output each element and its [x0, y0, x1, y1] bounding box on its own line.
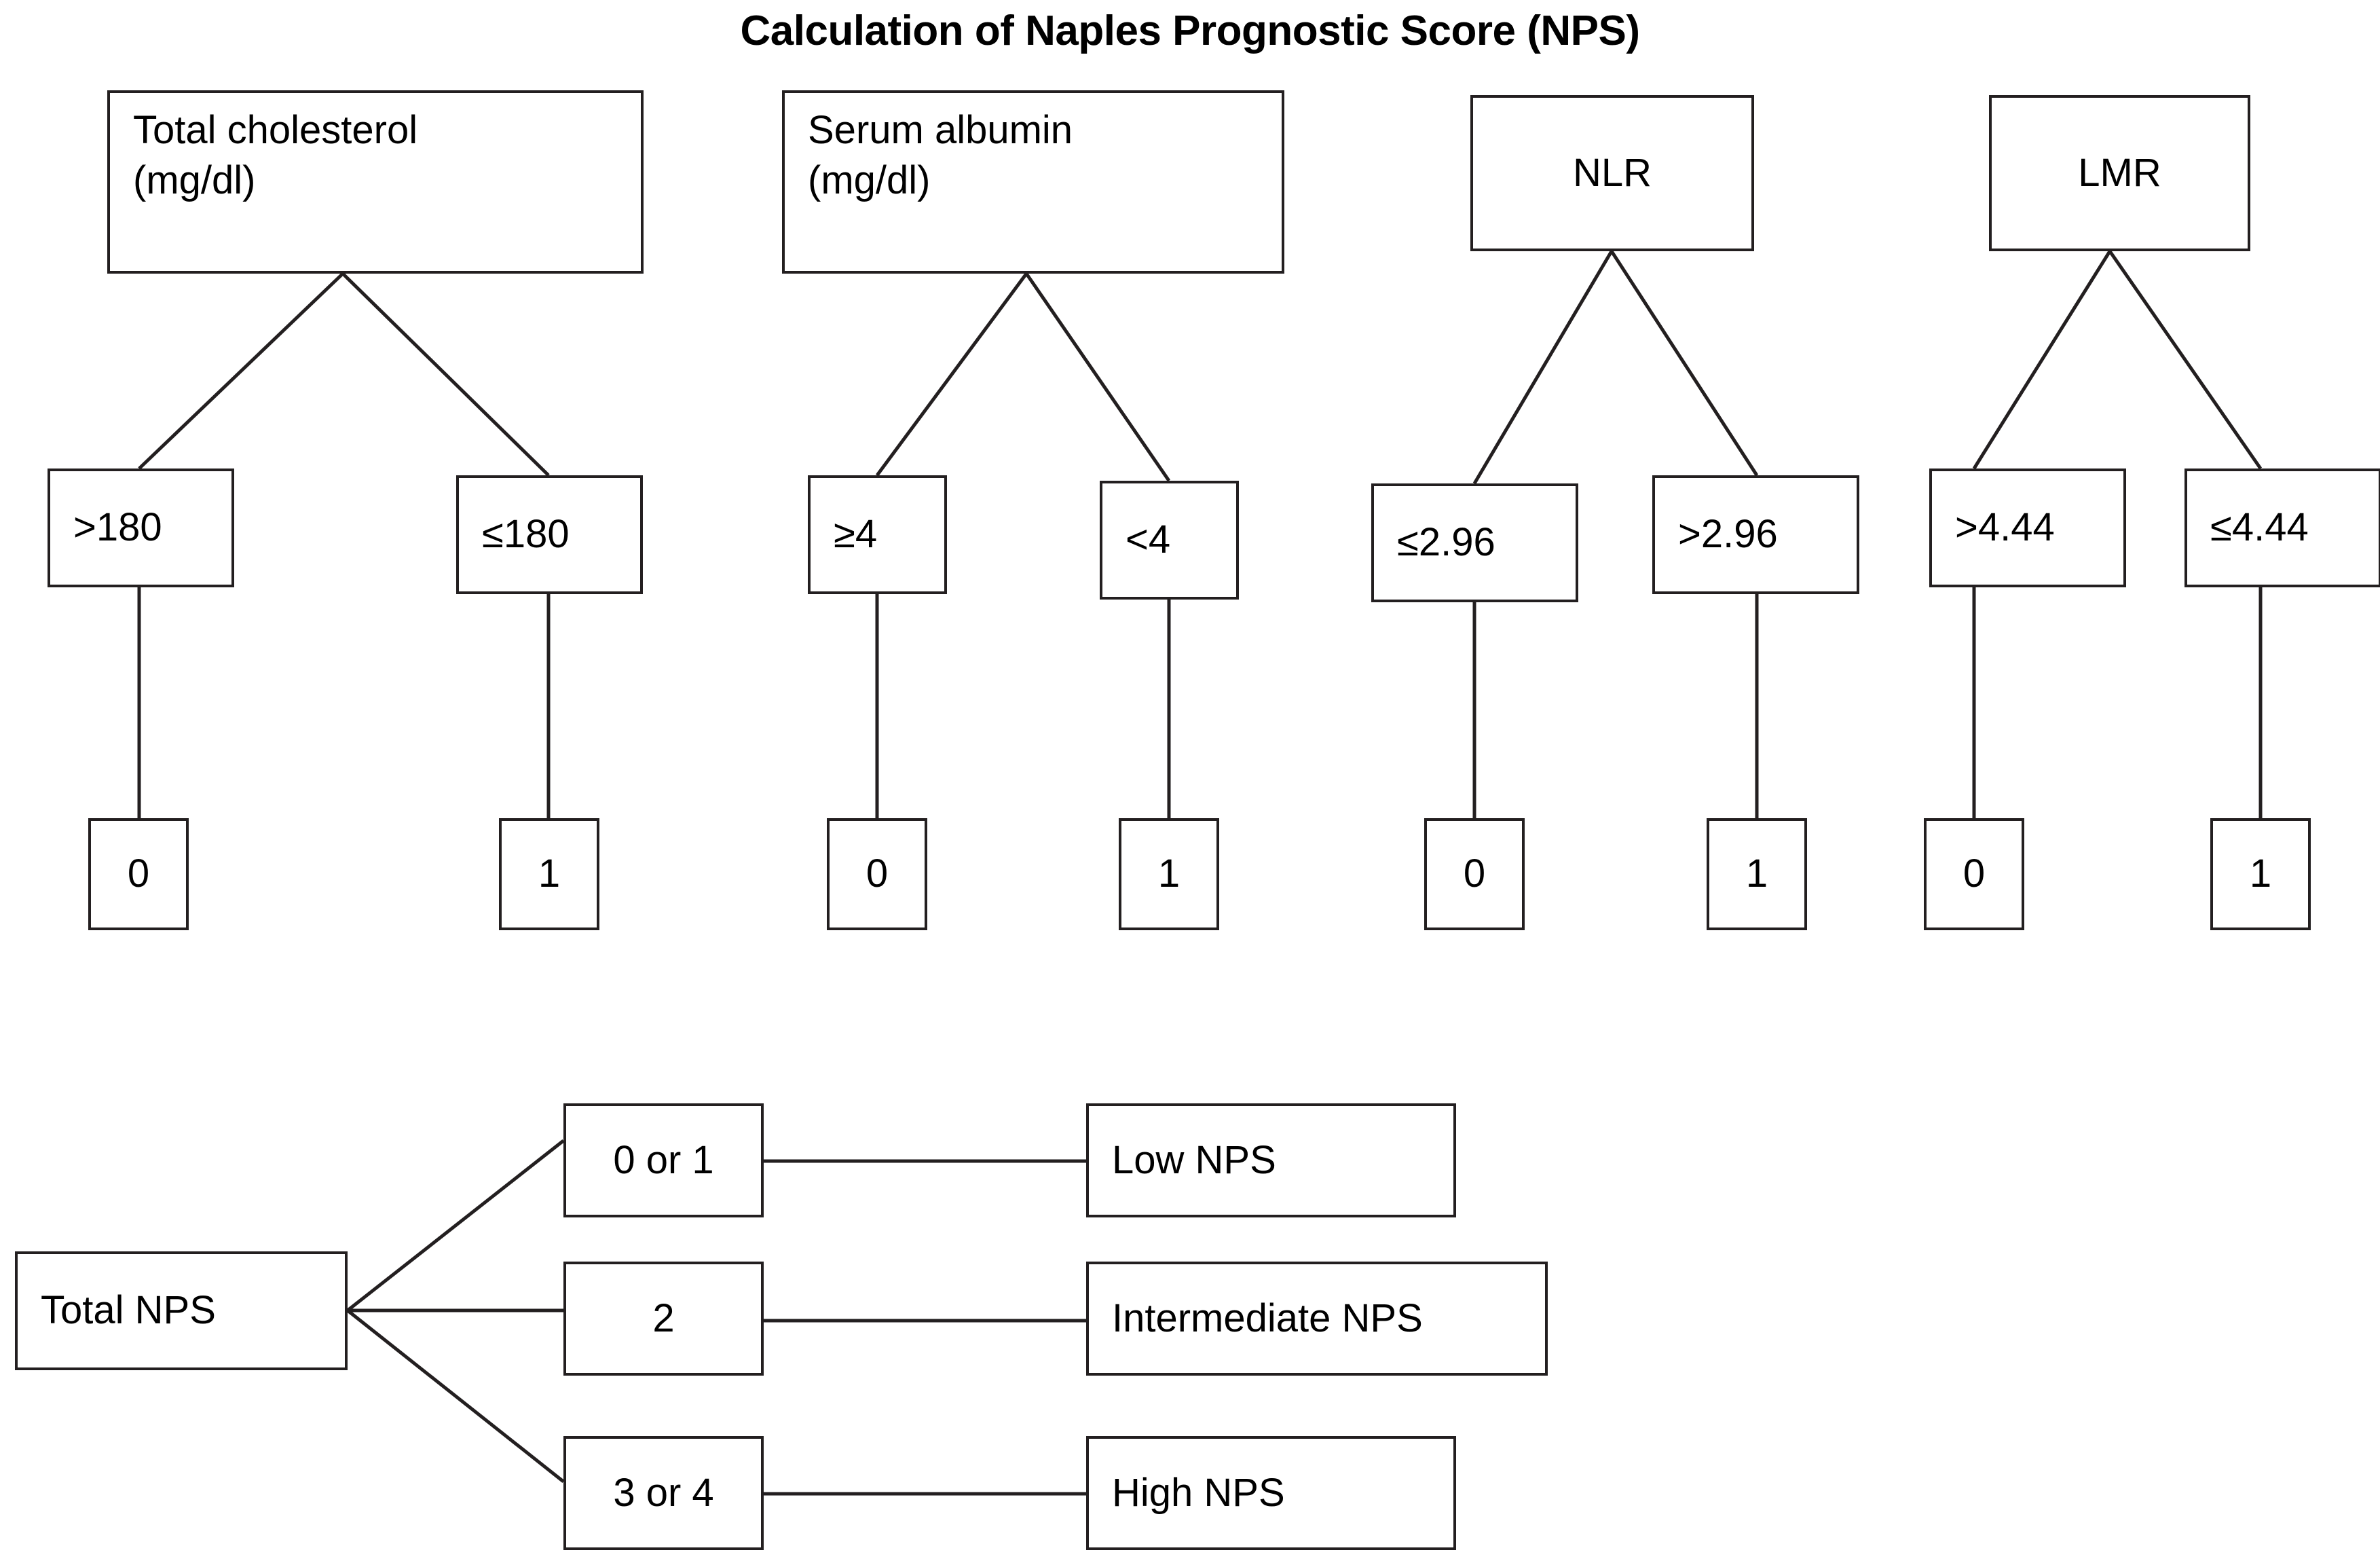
- node-category-low-nps[interactable]: Low NPS: [1086, 1103, 1456, 1217]
- node-nlr-score-high[interactable]: 1: [1707, 818, 1807, 930]
- page-title: Calculation of Naples Prognostic Score (…: [740, 7, 1640, 54]
- connector-alb-left: [875, 272, 1028, 477]
- node-summary-score-high-value: 3 or 4: [613, 1470, 714, 1515]
- node-alb-threshold-low[interactable]: <4: [1100, 481, 1239, 600]
- node-alb-score-low-value: 1: [1157, 851, 1180, 896]
- connector-total-to-row3: [346, 1309, 565, 1483]
- node-lmr-threshold-low-label: ≤4.44: [2210, 505, 2309, 550]
- node-lmr-threshold-high-label: >4.44: [1955, 505, 2055, 550]
- node-nlr-score-high-value: 1: [1745, 851, 1768, 896]
- node-summary-score-intermediate[interactable]: 2: [563, 1262, 764, 1376]
- node-summary-score-intermediate-value: 2: [652, 1296, 675, 1340]
- node-chol-threshold-high-label: >180: [73, 505, 162, 550]
- node-nlr-threshold-high[interactable]: >2.96: [1652, 475, 1859, 594]
- node-category-high-nps[interactable]: High NPS: [1086, 1436, 1456, 1550]
- node-total-cholesterol-label: Total cholesterol (mg/dl): [133, 108, 418, 203]
- node-lmr-score-high-value: 0: [1963, 851, 1986, 896]
- node-lmr-label: LMR: [2078, 150, 2161, 195]
- node-chol-threshold-high[interactable]: >180: [48, 469, 234, 587]
- node-lmr-threshold-low[interactable]: ≤4.44: [2184, 469, 2380, 587]
- node-alb-score-high-value: 0: [866, 851, 889, 896]
- connector-chol-left: [138, 272, 344, 470]
- node-nlr-score-low[interactable]: 0: [1424, 818, 1525, 930]
- node-chol-score-high[interactable]: 0: [88, 818, 189, 930]
- node-summary-score-low-value: 0 or 1: [613, 1137, 714, 1182]
- node-chol-threshold-low-label: ≤180: [482, 512, 570, 557]
- connector-alb-right: [1024, 272, 1171, 482]
- node-lmr-score-low-value: 1: [2249, 851, 2272, 896]
- node-lmr-score-high[interactable]: 0: [1924, 818, 2024, 930]
- node-lmr-threshold-high[interactable]: >4.44: [1929, 469, 2126, 587]
- node-nlr-threshold-low[interactable]: ≤2.96: [1371, 483, 1578, 602]
- node-serum-albumin-label: Serum albumin (mg/dl): [808, 108, 1073, 203]
- node-alb-score-low[interactable]: 1: [1119, 818, 1219, 930]
- node-chol-score-low-value: 1: [538, 851, 561, 896]
- node-nlr-label: NLR: [1572, 150, 1652, 195]
- node-nlr-threshold-low-label: ≤2.96: [1397, 520, 1495, 565]
- node-chol-score-high-value: 0: [127, 851, 150, 896]
- node-total-cholesterol[interactable]: Total cholesterol (mg/dl): [107, 90, 644, 274]
- connector-total-to-row1: [346, 1139, 565, 1312]
- node-category-intermediate-nps[interactable]: Intermediate NPS: [1086, 1262, 1548, 1376]
- node-alb-score-high[interactable]: 0: [827, 818, 927, 930]
- node-nlr-score-low-value: 0: [1463, 851, 1486, 896]
- node-total-nps[interactable]: Total NPS: [15, 1251, 348, 1370]
- connector-chol-right: [341, 272, 550, 477]
- node-alb-threshold-high-label: ≥4: [834, 512, 878, 557]
- node-serum-albumin[interactable]: Serum albumin (mg/dl): [782, 90, 1284, 274]
- node-chol-threshold-low[interactable]: ≤180: [456, 475, 643, 594]
- connector-lmr-left: [1972, 250, 2112, 470]
- connector-nlr-right: [1610, 250, 1759, 477]
- node-summary-score-low[interactable]: 0 or 1: [563, 1103, 764, 1217]
- node-nlr[interactable]: NLR: [1470, 95, 1754, 251]
- node-category-low-nps-label: Low NPS: [1112, 1137, 1276, 1182]
- node-chol-score-low[interactable]: 1: [499, 818, 599, 930]
- node-total-nps-label: Total NPS: [41, 1288, 216, 1333]
- node-nlr-threshold-high-label: >2.96: [1678, 512, 1778, 557]
- node-lmr[interactable]: LMR: [1989, 95, 2250, 251]
- node-category-intermediate-nps-label: Intermediate NPS: [1112, 1296, 1423, 1340]
- node-alb-threshold-high[interactable]: ≥4: [808, 475, 947, 594]
- connector-nlr-left: [1472, 250, 1614, 485]
- node-lmr-score-low[interactable]: 1: [2210, 818, 2311, 930]
- node-summary-score-high[interactable]: 3 or 4: [563, 1436, 764, 1550]
- node-category-high-nps-label: High NPS: [1112, 1470, 1285, 1515]
- node-alb-threshold-low-label: <4: [1126, 517, 1171, 562]
- connector-lmr-right: [2108, 250, 2263, 470]
